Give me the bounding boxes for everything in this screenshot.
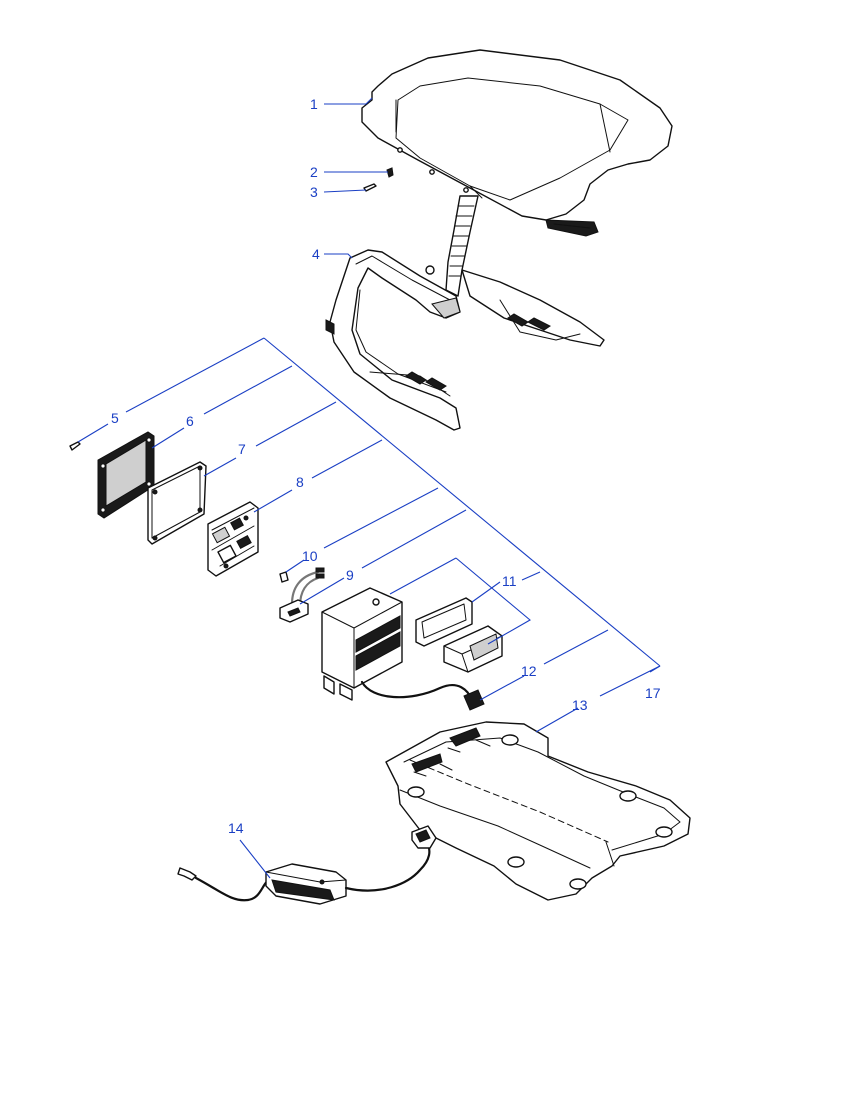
- callout-12: 12: [521, 663, 537, 679]
- callout-7: 7: [238, 441, 246, 457]
- part-11-board-cover: [415, 597, 503, 673]
- callout-14: 14: [228, 820, 244, 836]
- part-14-power-supply: [177, 825, 437, 905]
- callout-10: 10: [302, 548, 318, 564]
- callout-8: 8: [296, 474, 304, 490]
- part-1-top-cover: [361, 49, 673, 237]
- callout-17: 17: [645, 685, 661, 701]
- leader-lines: [77, 97, 661, 879]
- callout-2: 2: [310, 164, 318, 180]
- part-2-screw: [386, 167, 394, 178]
- part-10-connector: [279, 571, 289, 583]
- part-8-circuit-board: [207, 501, 259, 577]
- callout-4: 4: [312, 246, 320, 262]
- callout-9: 9: [346, 567, 354, 583]
- callout-5: 5: [111, 410, 119, 426]
- callout-6: 6: [186, 413, 194, 429]
- callout-3: 3: [310, 184, 318, 200]
- part-5-screw: [69, 441, 81, 451]
- callout-numbers: 1 2 3 4 5 6 7 8 9 10 11 12 13 14 17: [111, 96, 661, 836]
- part-9-sensor-cable: [279, 567, 325, 623]
- part-7-gasket: [147, 461, 207, 545]
- control-housing: [321, 587, 485, 711]
- callout-1: 1: [310, 96, 318, 112]
- part-6-window-frame: [97, 431, 155, 519]
- part-13-base-plate: [385, 721, 691, 901]
- callout-11: 11: [502, 573, 517, 589]
- callout-13: 13: [572, 697, 588, 713]
- part-4-chassis-frame: [325, 195, 605, 431]
